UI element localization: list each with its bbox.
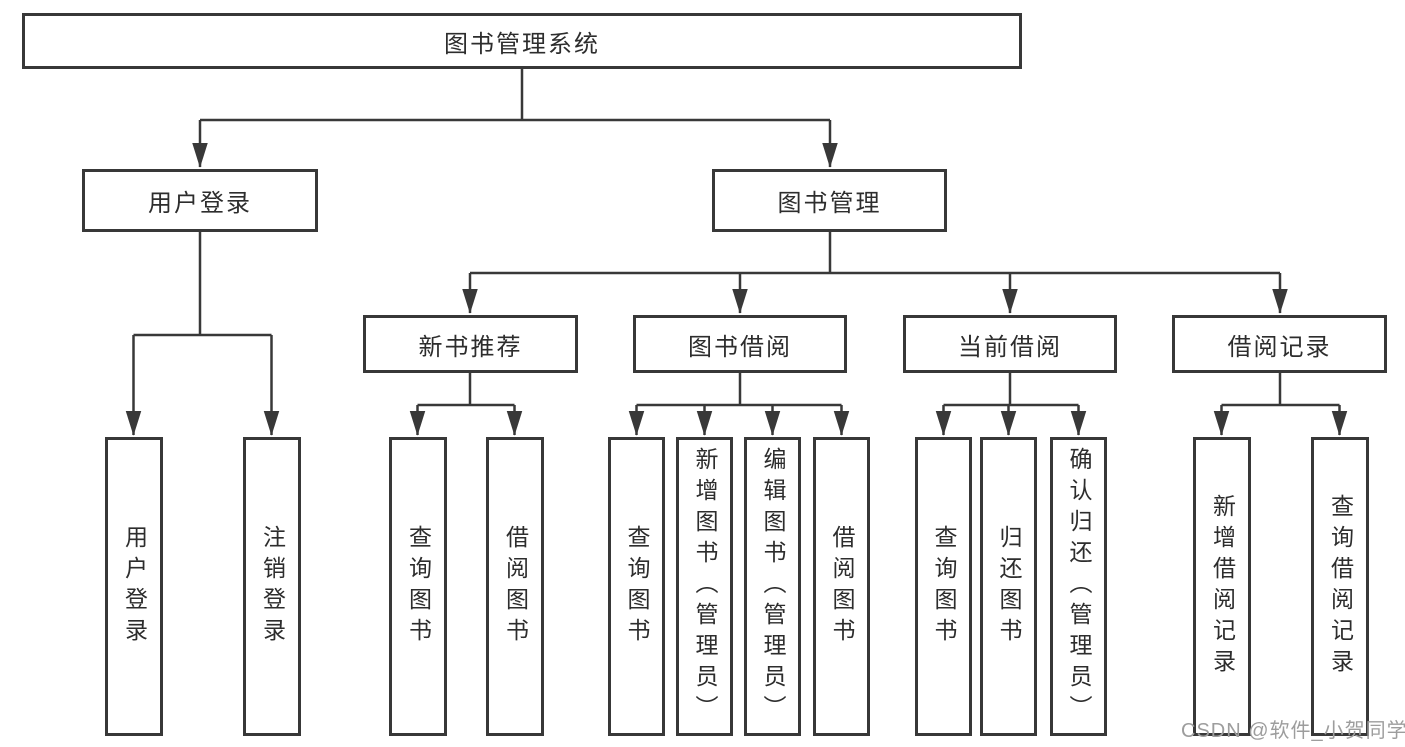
node-book-mgmt: 图书管理 [712, 169, 947, 232]
node-new-book-rec-label: 新书推荐 [418, 333, 523, 361]
leaf-query-book-borrow: 查询图书 [608, 437, 665, 736]
node-current-borrow-label: 当前借阅 [958, 333, 1062, 361]
leaf-query-book-current-label: 查询图书 [931, 524, 957, 649]
node-current-borrow: 当前借阅 [903, 315, 1117, 373]
csdn-watermark: CSDN @软件_小贺同学 [1181, 720, 1405, 742]
leaf-add-borrow-record-label: 新增借阅记录 [1209, 493, 1236, 680]
leaf-query-borrow-record-label: 查询借阅记录 [1327, 493, 1354, 680]
leaf-logout: 注销登录 [243, 437, 301, 736]
leaf-borrow-book-rec: 借阅图书 [486, 437, 544, 736]
leaf-add-borrow-record: 新增借阅记录 [1193, 437, 1251, 736]
node-user-login: 用户登录 [82, 169, 318, 232]
leaf-confirm-return-admin-label: 确认归还（管理员） [1066, 447, 1092, 726]
node-user-login-label: 用户登录 [148, 190, 252, 217]
leaf-add-book-admin: 新增图书（管理员） [676, 437, 733, 736]
node-book-borrow-label: 图书借阅 [688, 333, 792, 361]
leaf-user-login: 用户登录 [105, 437, 163, 736]
node-new-book-rec: 新书推荐 [363, 315, 578, 373]
leaf-return-book-label: 归还图书 [996, 524, 1022, 649]
leaf-return-book: 归还图书 [980, 437, 1037, 736]
leaf-edit-book-admin-label: 编辑图书（管理员） [760, 447, 786, 726]
leaf-logout-label: 注销登录 [259, 524, 286, 649]
leaf-user-login-label: 用户登录 [121, 524, 148, 649]
leaf-query-book-current: 查询图书 [915, 437, 972, 736]
leaf-edit-book-admin: 编辑图书（管理员） [744, 437, 801, 736]
leaf-query-book-rec: 查询图书 [389, 437, 447, 736]
node-borrow-record: 借阅记录 [1172, 315, 1387, 373]
node-book-mgmt-label: 图书管理 [777, 190, 882, 217]
leaf-query-book-rec-label: 查询图书 [405, 524, 432, 649]
node-root: 图书管理系统 [22, 13, 1022, 69]
node-root-label: 图书管理系统 [444, 30, 600, 58]
leaf-borrow-book: 借阅图书 [813, 437, 870, 736]
leaf-query-book-borrow-label: 查询图书 [624, 524, 650, 649]
node-borrow-record-label: 借阅记录 [1227, 333, 1332, 361]
connector-bus-lines [133, 69, 1340, 407]
node-book-borrow: 图书借阅 [633, 315, 847, 373]
leaf-add-book-admin-label: 新增图书（管理员） [692, 447, 718, 726]
leaf-query-borrow-record: 查询借阅记录 [1311, 437, 1369, 736]
leaf-confirm-return-admin: 确认归还（管理员） [1050, 437, 1107, 736]
leaf-borrow-book-rec-label: 借阅图书 [502, 524, 529, 649]
leaf-borrow-book-label: 借阅图书 [829, 524, 855, 649]
